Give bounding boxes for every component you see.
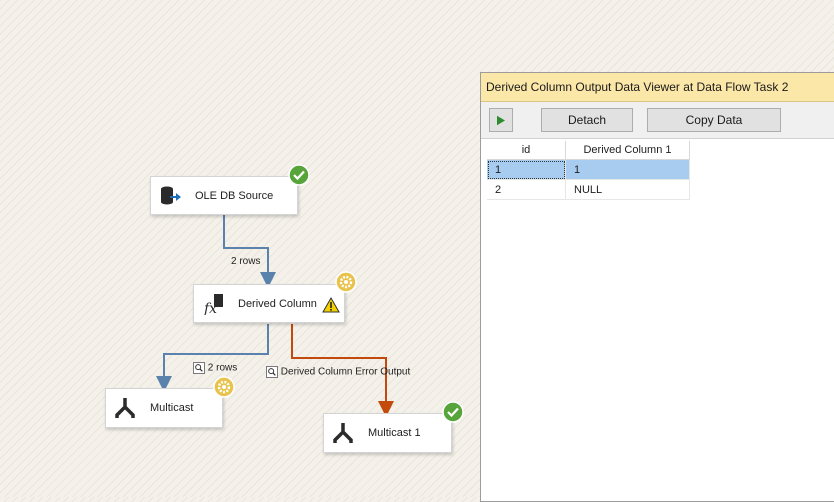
copy-data-button[interactable]: Copy Data [647, 108, 781, 132]
table-cell[interactable]: 1 [487, 159, 566, 180]
path-source-to-derived [223, 215, 276, 288]
fx-derived-column-icon: fx [203, 293, 223, 315]
data-viewer-grid[interactable]: id Derived Column 1 1 1 2 NULL [487, 141, 690, 200]
table-cell[interactable]: NULL [565, 179, 690, 200]
continue-play-button[interactable] [489, 108, 513, 132]
multicast-label: Multicast [150, 402, 194, 414]
multicast-1-label: Multicast 1 [368, 427, 421, 439]
data-viewer-magnifier-icon[interactable] [193, 362, 205, 374]
table-row[interactable]: 2 NULL [487, 179, 690, 200]
data-viewer-toolbar: Detach Copy Data [481, 102, 834, 139]
path-derived-to-multicast [156, 324, 269, 392]
running-gear-icon [335, 271, 357, 293]
path-row-count-label: 2 rows [231, 256, 261, 267]
error-output-label: Derived Column Error Output [280, 366, 411, 378]
database-source-icon [161, 186, 181, 204]
data-viewer-titlebar[interactable]: Derived Column Output Data Viewer at Dat… [481, 73, 834, 102]
data-viewer-window[interactable]: Derived Column Output Data Viewer at Dat… [480, 72, 834, 502]
table-row[interactable]: 1 1 [487, 159, 690, 180]
warning-icon [322, 297, 340, 313]
path-error-output [291, 324, 394, 417]
derived-column-label: Derived Column [238, 297, 317, 310]
success-check-icon [442, 401, 464, 423]
table-cell[interactable]: 2 [487, 179, 566, 200]
column-header-id[interactable]: id [487, 141, 566, 160]
multicast-1-node[interactable]: Multicast 1 [323, 413, 452, 453]
column-header-derived-column-1[interactable]: Derived Column 1 [565, 141, 690, 160]
multicast-split-icon [115, 398, 135, 418]
table-cell[interactable]: 1 [565, 159, 690, 180]
ole-db-source-label: OLE DB Source [195, 189, 274, 202]
derived-column-node[interactable]: fx Derived Column [193, 284, 345, 323]
error-output-path-label[interactable]: Derived Column Error Output [266, 366, 410, 378]
svg-text:fx: fx [203, 301, 217, 315]
play-icon [497, 115, 505, 125]
running-gear-icon [213, 376, 235, 398]
path-row-count-label: 2 rows [207, 362, 238, 374]
detach-button[interactable]: Detach [541, 108, 633, 132]
multicast-node[interactable]: Multicast [105, 388, 223, 428]
data-viewer-path-label[interactable]: 2 rows [193, 362, 237, 374]
multicast-split-icon [333, 423, 353, 443]
success-check-icon [288, 164, 310, 186]
data-viewer-title: Derived Column Output Data Viewer at Dat… [486, 80, 789, 94]
data-viewer-magnifier-icon[interactable] [266, 366, 278, 378]
ole-db-source-node[interactable]: OLE DB Source [150, 176, 298, 215]
